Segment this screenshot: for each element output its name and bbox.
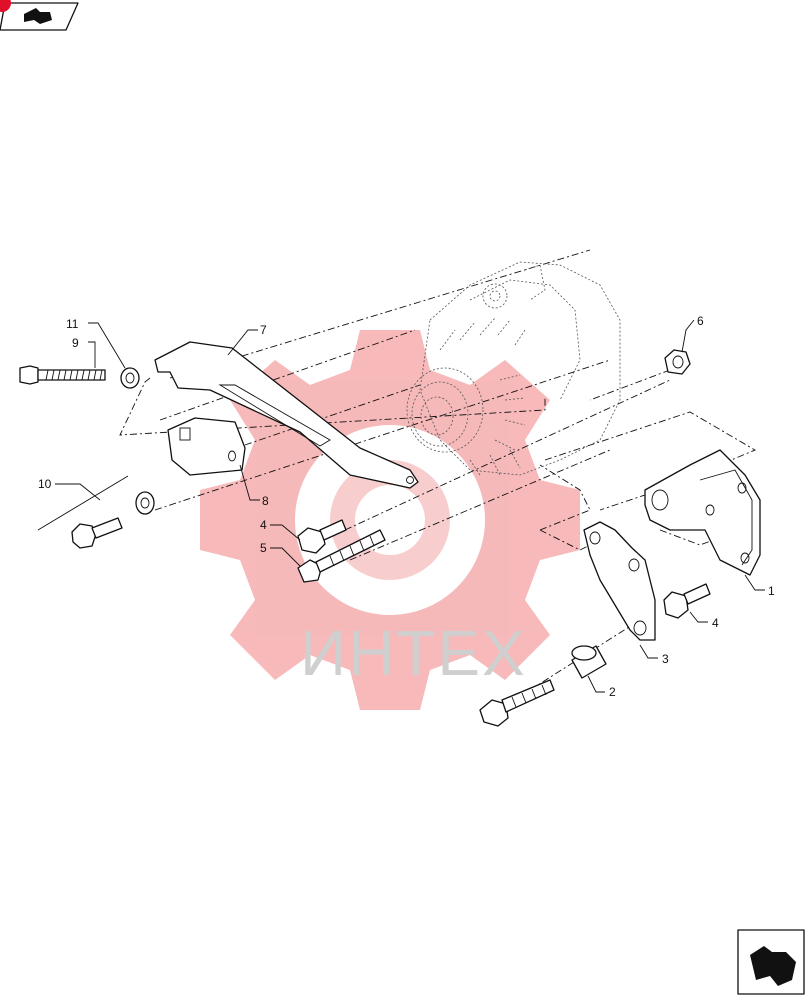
callout-3: 3 (662, 652, 669, 666)
callout-leaders (37, 319, 765, 693)
callout-6: 6 (697, 314, 704, 328)
callout-4-left: 4 (260, 518, 267, 532)
mounting-bolt (479, 679, 555, 727)
stud-bolt (297, 529, 386, 583)
callout-8: 8 (262, 494, 269, 508)
forward-nav-button[interactable] (737, 929, 805, 995)
brace-plate (583, 521, 656, 641)
flange-bolt-left (297, 519, 347, 554)
callout-2: 2 (609, 685, 616, 699)
mounting-bracket (644, 449, 761, 576)
alternator (406, 261, 621, 476)
adjusting-strap (154, 341, 419, 489)
spacer-sleeve (571, 645, 607, 679)
callout-1: 1 (768, 584, 775, 598)
forward-arrow-icon (750, 946, 796, 986)
callout-4-right: 4 (712, 616, 719, 630)
bracket-plate (167, 417, 246, 476)
callout-11: 11 (66, 317, 79, 331)
back-arrow-icon (24, 8, 52, 24)
callout-9: 9 (72, 336, 79, 350)
washer (120, 367, 140, 389)
long-bolt (19, 365, 106, 385)
red-badge-icon (0, 0, 11, 12)
back-nav-button[interactable] (0, 0, 79, 31)
watermark-text: ИНТЕХ (300, 617, 527, 689)
flange-bolt-right (663, 583, 711, 619)
lock-washer (135, 491, 155, 515)
short-bolt (71, 517, 123, 549)
hex-nut (664, 349, 691, 375)
callout-5: 5 (260, 541, 267, 555)
callout-7: 7 (260, 323, 267, 337)
callout-10: 10 (38, 477, 52, 491)
